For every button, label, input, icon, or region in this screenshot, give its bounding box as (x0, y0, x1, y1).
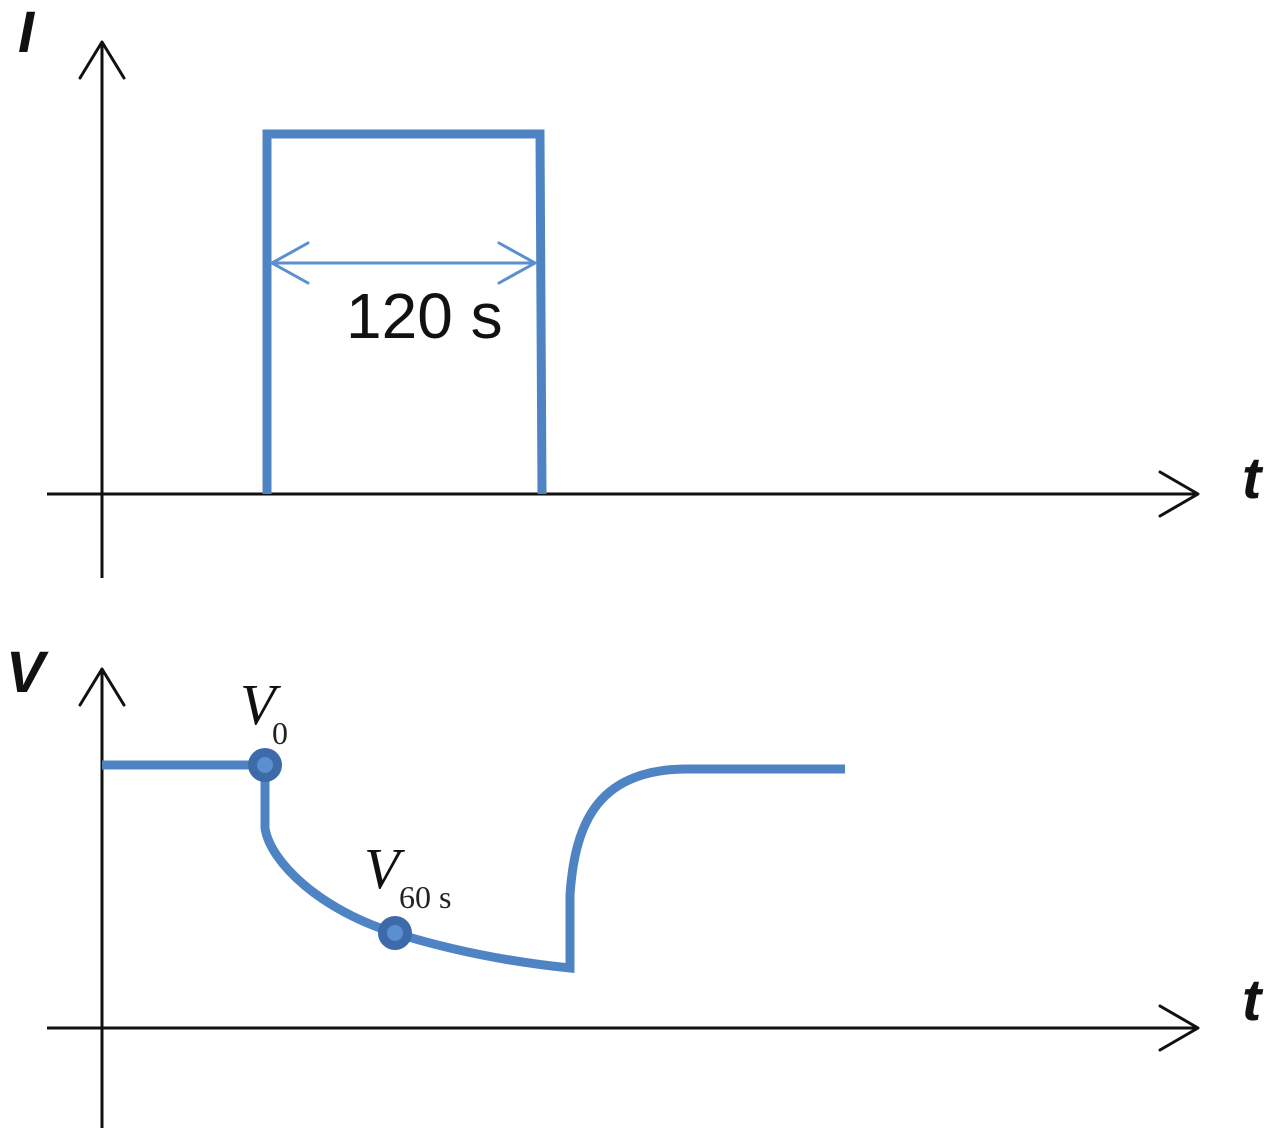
pulse-duration-dimension (268, 241, 539, 285)
v0-label: V (240, 672, 282, 737)
v0-marker (248, 748, 282, 782)
current-pulse-trace (262, 129, 547, 495)
v60-subscript: 60 s (399, 879, 451, 915)
current-y-axis-arrow-icon (78, 40, 126, 80)
v0-subscript: 0 (272, 715, 288, 751)
voltage-x-axis-arrow-icon (1158, 1004, 1200, 1052)
pulse-duration-label: 120 s (346, 280, 503, 352)
current-x-axis-label: t (1242, 446, 1264, 511)
current-plot: I t 120 s (18, 0, 1264, 578)
voltage-y-axis-arrow-icon (78, 667, 126, 707)
voltage-y-axis-label: V (6, 640, 49, 705)
dimension-left-arrow-icon (268, 241, 310, 285)
v60-marker (378, 916, 412, 950)
voltage-trace (102, 760, 845, 973)
current-y-axis-label: I (18, 0, 36, 65)
voltage-x-axis-label: t (1242, 968, 1264, 1033)
current-x-axis-arrow-icon (1158, 470, 1200, 518)
dimension-right-arrow-icon (497, 241, 539, 285)
voltage-plot: V t V 0 V 60 s (6, 640, 1264, 1128)
v60-label: V (364, 836, 406, 901)
